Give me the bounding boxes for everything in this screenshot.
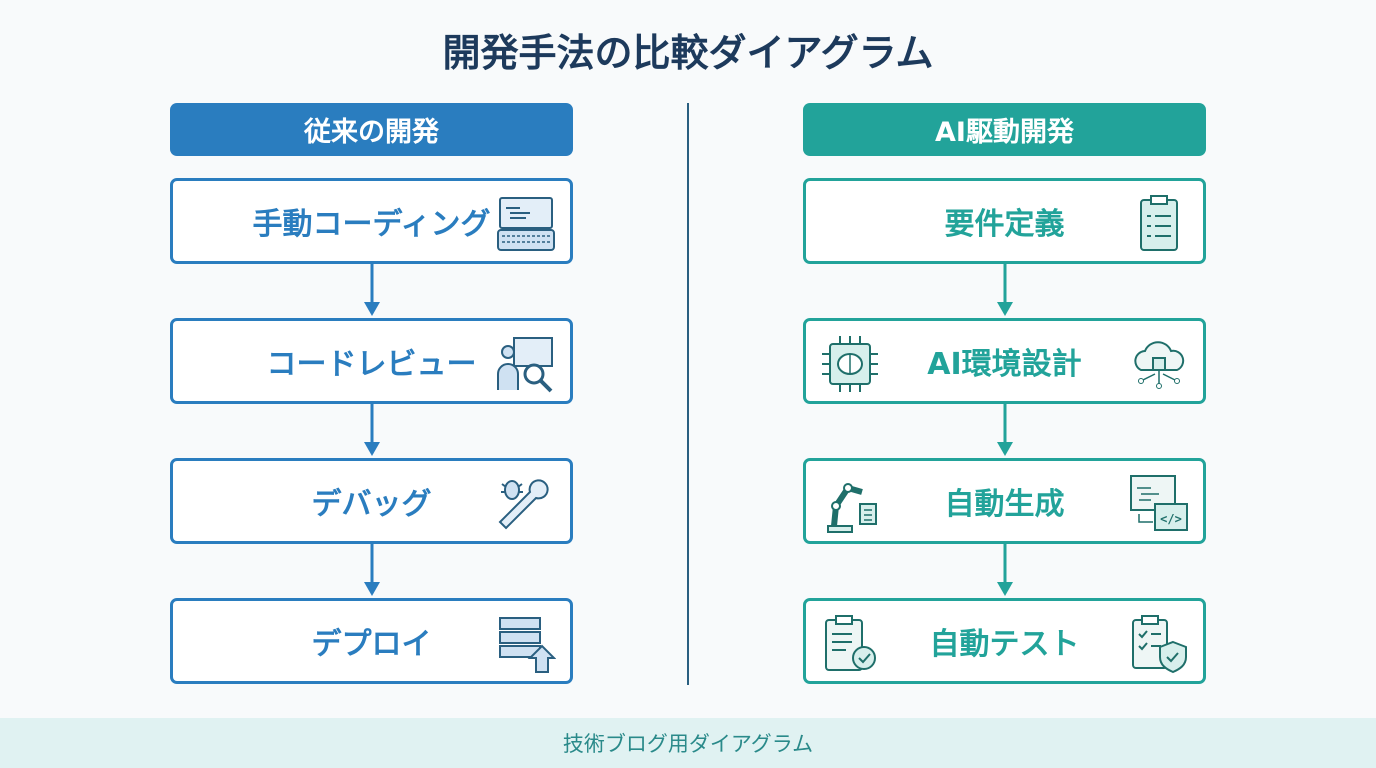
arrow-down [363, 544, 381, 598]
arrow-down [996, 404, 1014, 458]
step-label: 要件定義 [944, 207, 1065, 242]
step-label: デバッグ [311, 487, 432, 522]
footer-caption: 技術ブログ用ダイアグラム [0, 718, 1376, 768]
step-auto-test: 自動テスト [803, 598, 1206, 684]
ai-chip-brain-icon [822, 336, 878, 392]
step-label: 自動テスト [929, 627, 1080, 662]
code-keyboard-icon [497, 197, 555, 251]
svg-text:</>: </> [1160, 512, 1182, 526]
step-debug: デバッグ [170, 458, 573, 544]
bug-wrench-icon [498, 479, 549, 530]
ai-header: AI駆動開発 [803, 103, 1206, 156]
checklist-shield-icon [1132, 615, 1187, 674]
step-label: コードレビュー [266, 347, 477, 382]
ai-column: AI駆動開発 要件定義 AI環境設計 自動生成 </> 自動テスト [803, 103, 1206, 684]
checklist-check-icon [825, 615, 876, 671]
code-window-icon: </> [1130, 475, 1188, 531]
step-code-review: コードレビュー [170, 318, 573, 404]
clipboard-icon [1140, 195, 1178, 251]
step-manual-coding: 手動コーディング [170, 178, 573, 264]
server-upload-icon [499, 617, 556, 673]
step-label: 自動生成 [944, 487, 1065, 522]
arrow-down [363, 404, 381, 458]
arrow-down [363, 264, 381, 318]
step-auto-generation: 自動生成 </> [803, 458, 1206, 544]
review-presentation-icon [497, 337, 553, 393]
robot-arm-icon [827, 483, 877, 533]
traditional-column: 従来の開発 手動コーディング コードレビュー デバッグ デプロイ [170, 103, 573, 684]
cloud-chip-icon [1134, 341, 1185, 389]
step-requirements: 要件定義 [803, 178, 1206, 264]
step-label: AI環境設計 [927, 347, 1082, 382]
column-divider [687, 103, 689, 685]
traditional-header: 従来の開発 [170, 103, 573, 156]
page-title: 開発手法の比較ダイアグラム [442, 31, 934, 75]
step-ai-environment: AI環境設計 [803, 318, 1206, 404]
step-label: デプロイ [311, 627, 432, 662]
step-label: 手動コーディング [252, 207, 491, 242]
arrow-down [996, 264, 1014, 318]
step-deploy: デプロイ [170, 598, 573, 684]
arrow-down [996, 544, 1014, 598]
